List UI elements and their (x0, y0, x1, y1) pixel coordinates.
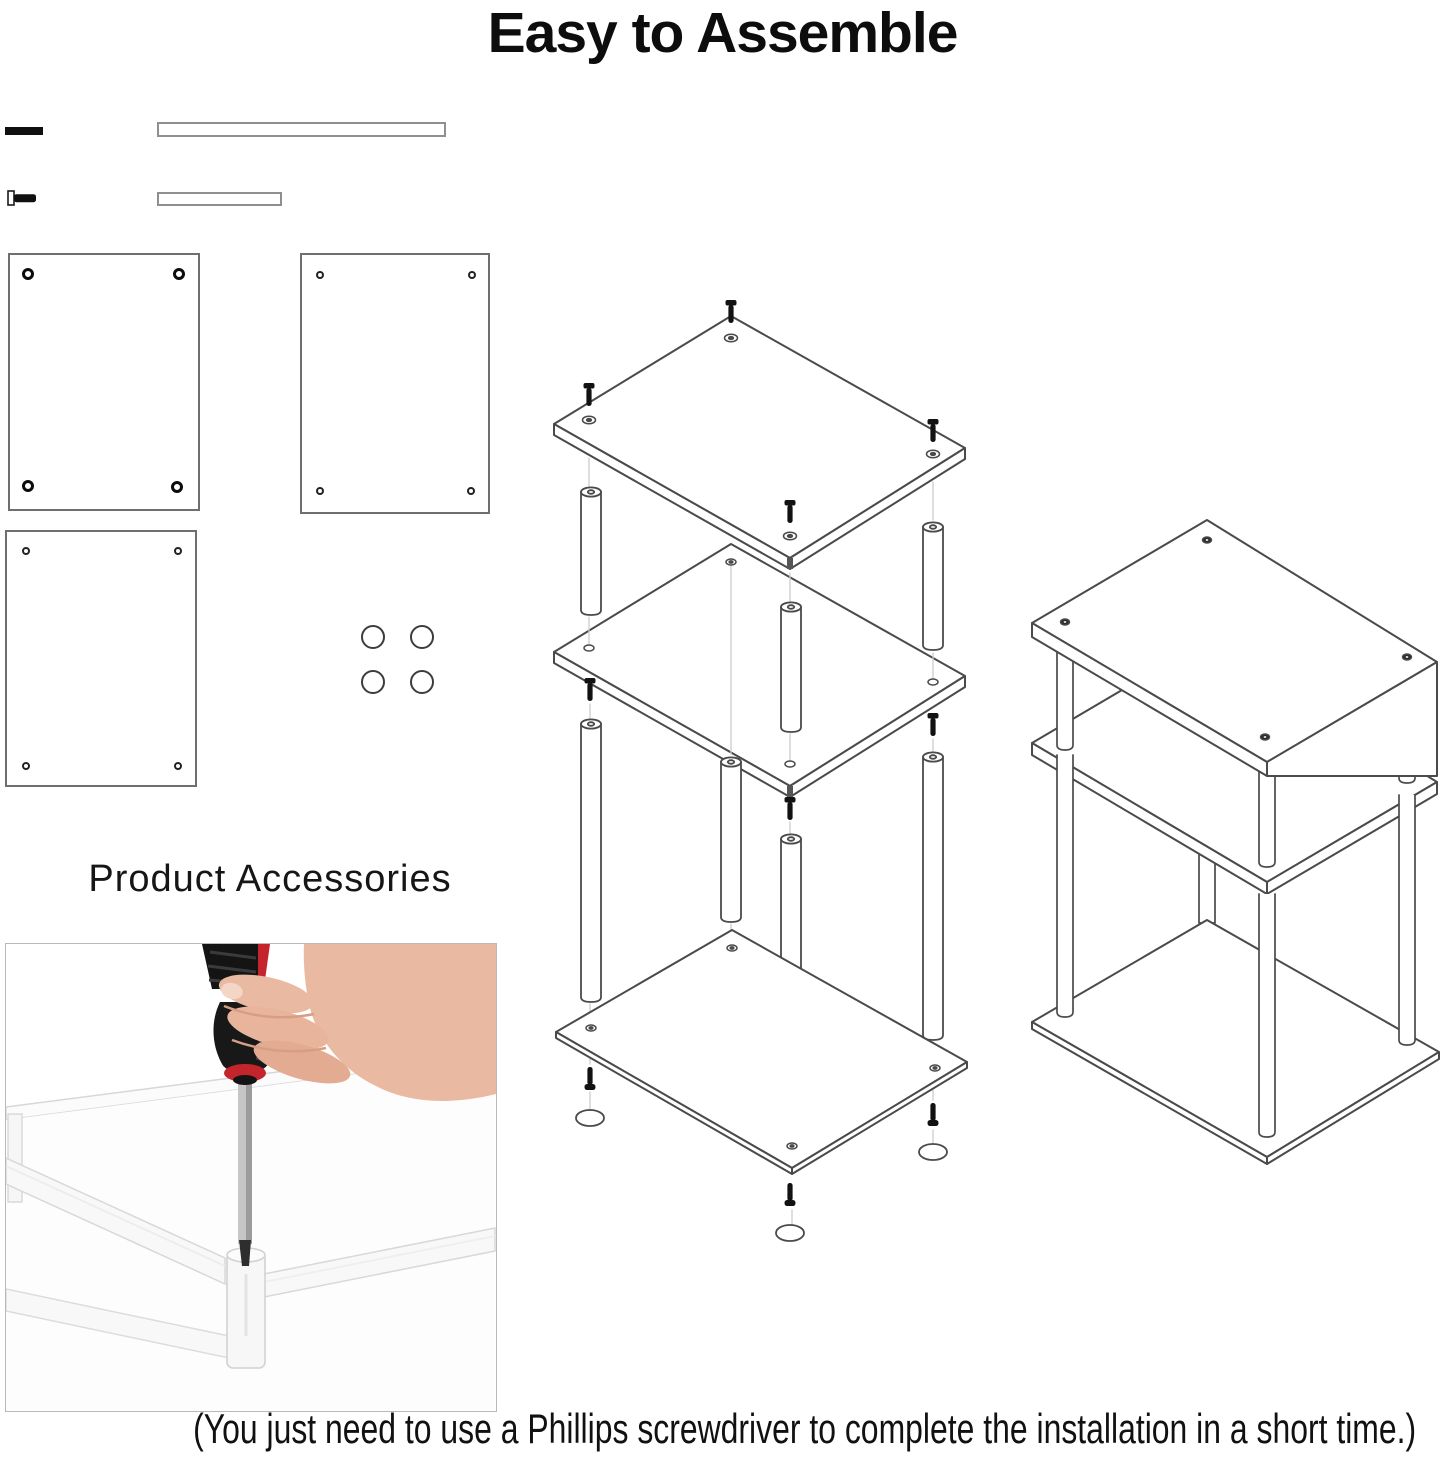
shelf-panel-icon (8, 253, 200, 511)
long-pole-icon (157, 122, 446, 137)
foot-pad-icon (361, 670, 385, 694)
screw-hole-icon (171, 481, 183, 493)
screw-hole-icon (173, 268, 185, 280)
foot-pad-icon (410, 670, 434, 694)
caption-row: (You just need to use a Phillips screwdr… (0, 1405, 1445, 1453)
screw-hole-icon (316, 487, 324, 495)
foot-pad-icon (361, 625, 385, 649)
shelf-panel-icon (5, 530, 197, 787)
installation-photo (5, 943, 497, 1412)
screw-head-dot (1059, 536, 1413, 741)
middle-shelf (1031, 639, 1438, 895)
screw-hole-icon (174, 547, 182, 555)
bottom-panel (555, 929, 968, 1175)
shelf-holes (581, 333, 941, 1150)
screw-hole-icon (22, 762, 30, 770)
foot-pad-icon (575, 1109, 948, 1242)
assembled-table-diagram (1031, 519, 1440, 1165)
foot-pad-icon (410, 625, 434, 649)
hand-icon (218, 944, 496, 1101)
short-pole-icon (157, 192, 282, 206)
screw-hole-icon (174, 762, 182, 770)
shelf-panel-icon (300, 253, 490, 514)
screw-hole-icon (22, 547, 30, 555)
screw-hole-icon (22, 268, 34, 280)
screw-hole-icon (468, 271, 476, 279)
top-shelf (1031, 519, 1438, 777)
table-leg (1056, 754, 1416, 1138)
installation-photo-art (5, 944, 496, 1411)
screw-icon (583, 300, 939, 820)
short-pole (580, 486, 944, 733)
screw-hole-icon (467, 487, 475, 495)
top-shelf (553, 315, 966, 570)
screw-hole-icon (316, 271, 324, 279)
bottom-panel (1031, 919, 1440, 1165)
screw-hole-icon (22, 480, 34, 492)
long-bolt-icon (5, 127, 43, 135)
screw-icon (7, 190, 36, 206)
page-title: Easy to Assemble (487, 1, 959, 65)
screw-icon (584, 1067, 939, 1206)
caption-text: (You just need to use a Phillips screwdr… (193, 1405, 1417, 1452)
middle-shelf (553, 543, 966, 798)
accessories-label: Product Accessories (88, 858, 452, 900)
exploded-assembly-diagram (553, 300, 968, 1242)
